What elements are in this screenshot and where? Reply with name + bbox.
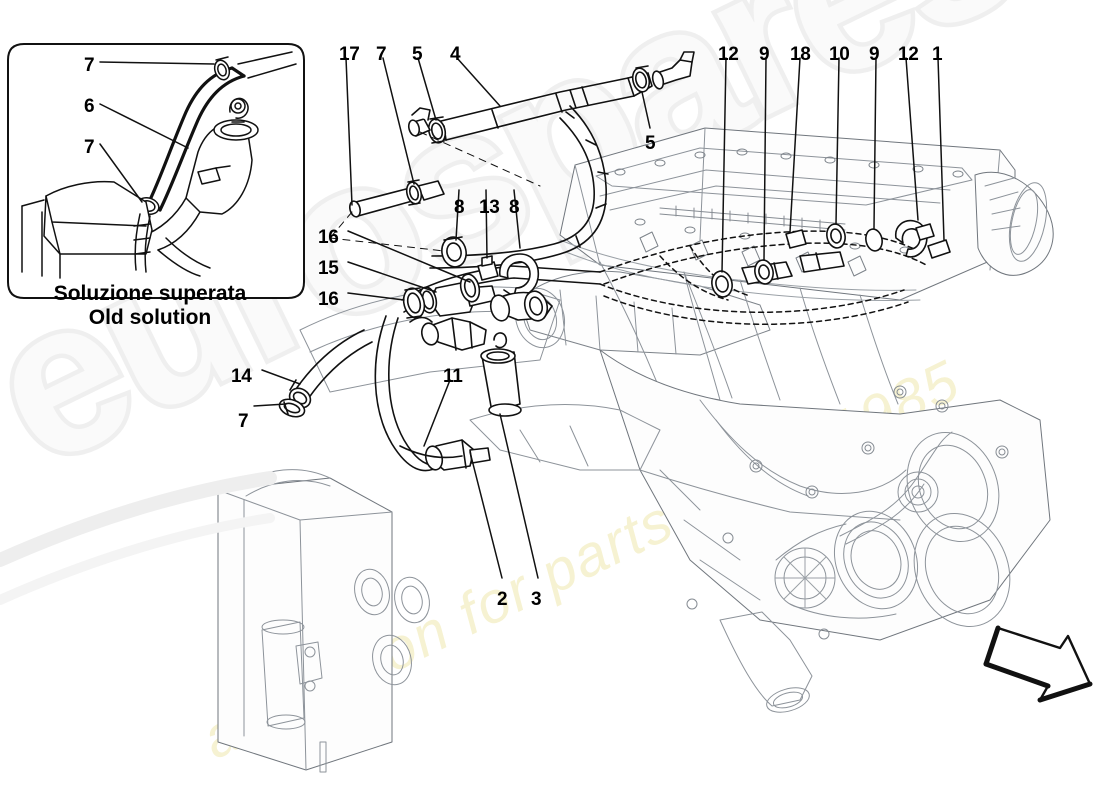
callout-number: 13 xyxy=(479,197,500,218)
callout-number: 9 xyxy=(759,44,770,65)
callout-number: 8 xyxy=(509,197,520,218)
inset-callout-number: 7 xyxy=(84,137,95,158)
inset-title-italian: Soluzione superata xyxy=(53,282,247,305)
callout-number: 1 xyxy=(932,44,943,65)
callout-number: 12 xyxy=(718,44,739,65)
callout-number: 2 xyxy=(497,589,508,610)
callout-number: 12 xyxy=(898,44,919,65)
inset-callout-number: 7 xyxy=(84,55,95,76)
callout-number: 9 xyxy=(869,44,880,65)
callout-number: 8 xyxy=(454,197,465,218)
callout-number: 16 xyxy=(318,289,339,310)
callout-number: 10 xyxy=(829,44,850,65)
callout-number: 18 xyxy=(790,44,811,65)
callout-number: 16 xyxy=(318,227,339,248)
callout-number: 4 xyxy=(450,44,461,65)
callout-number: 7 xyxy=(376,44,387,65)
callout-number: 7 xyxy=(238,411,249,432)
callout-number: 3 xyxy=(531,589,542,610)
callout-number: 5 xyxy=(412,44,423,65)
callout-number: 15 xyxy=(318,258,339,279)
callout-number: 11 xyxy=(443,366,463,387)
callout-number: 14 xyxy=(231,366,252,387)
inset-title-english: Old solution xyxy=(88,306,212,329)
callout-number: 17 xyxy=(339,44,360,65)
inset-callout-number: 6 xyxy=(84,96,95,117)
callout-number: 5 xyxy=(645,133,656,154)
